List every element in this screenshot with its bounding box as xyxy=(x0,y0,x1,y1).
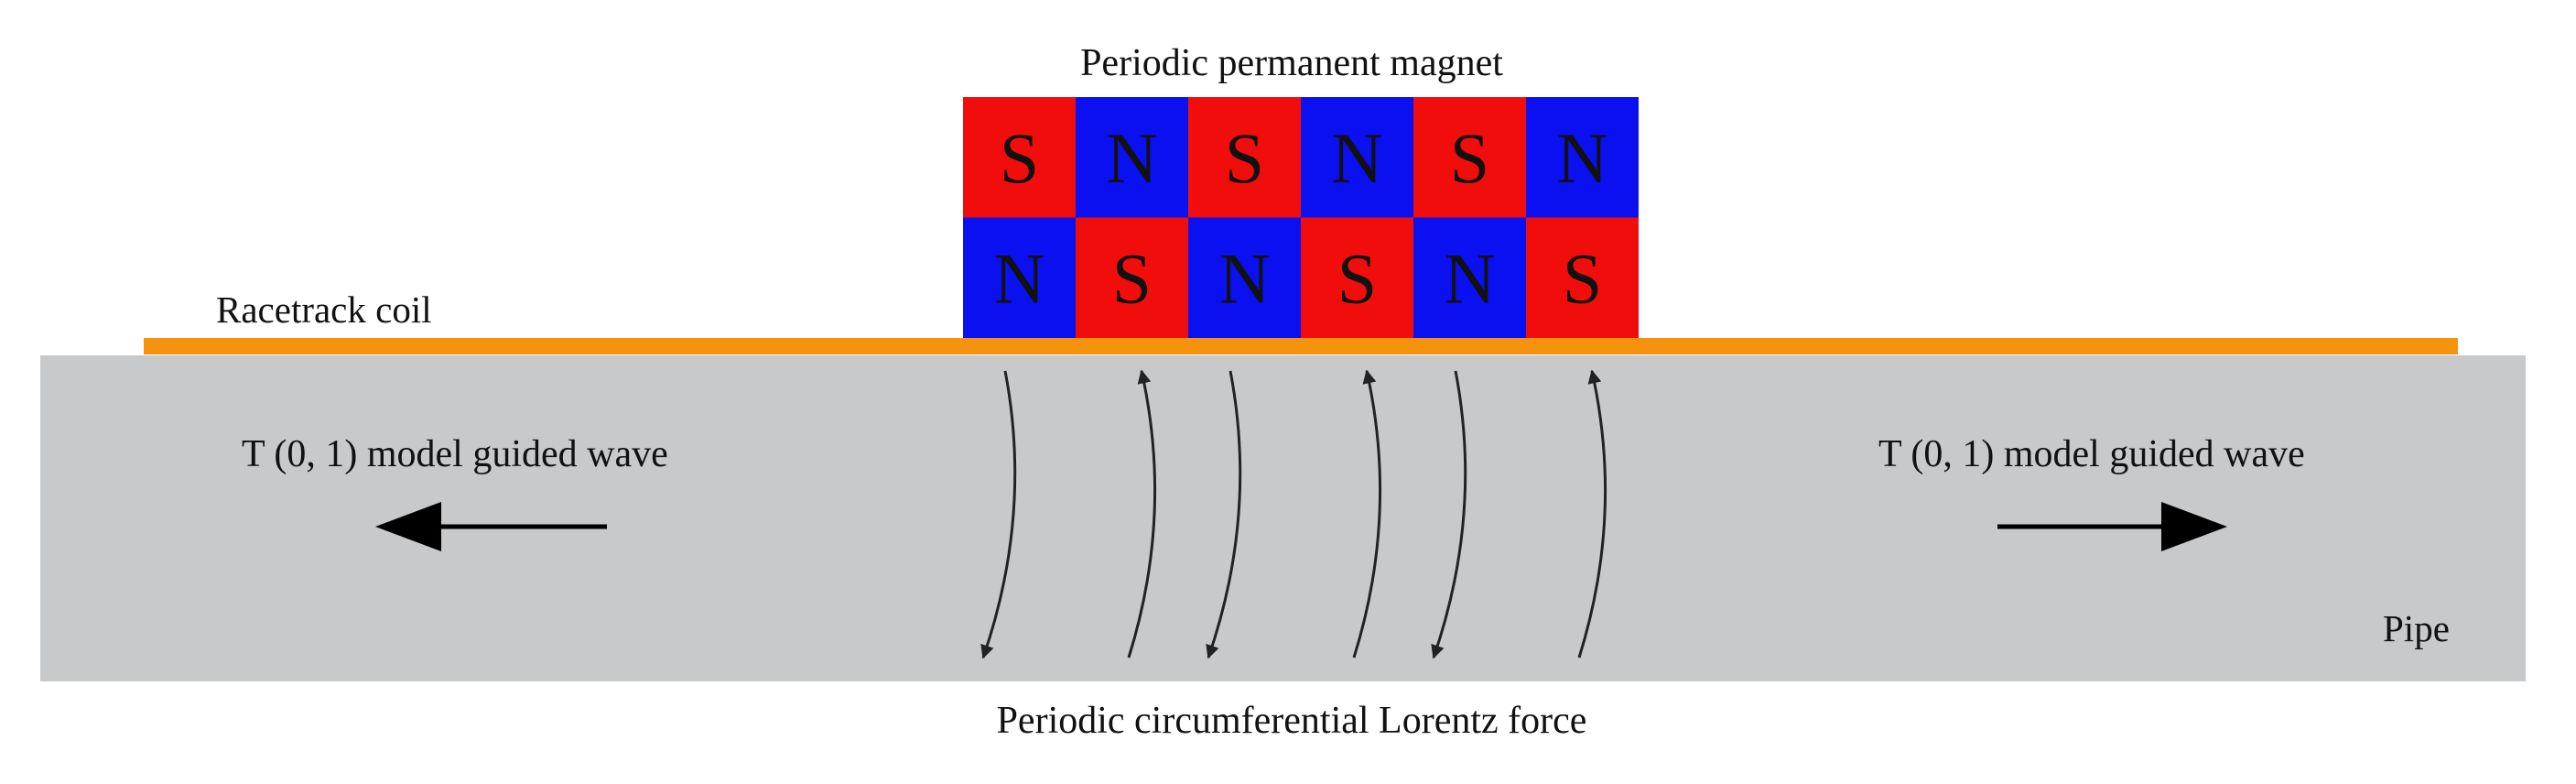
pipe-label: Pipe xyxy=(2383,607,2450,649)
magnet-pole-letter: S xyxy=(1000,118,1039,198)
magnet-pole-letter: N xyxy=(1106,118,1157,198)
magnet-pole-letter: N xyxy=(1444,238,1495,318)
coil-label: Racetrack coil xyxy=(216,289,432,331)
pipe-body xyxy=(40,355,2526,681)
magnet-cell-top-2 xyxy=(1076,97,1188,218)
lorentz-force-arc-3-down xyxy=(1206,370,1242,659)
magnet-pole-letter: S xyxy=(1112,238,1152,318)
magnet-cell-bottom-2 xyxy=(1076,217,1188,338)
magnet-cell-bottom-5 xyxy=(1413,217,1526,338)
magnet-cell-bottom-4 xyxy=(1301,217,1413,338)
wave-right-label: T (0, 1) model guided wave xyxy=(1878,433,2305,475)
lorentz-force-arc-1-down xyxy=(980,370,1017,659)
magnet-cell-top-5 xyxy=(1413,97,1526,218)
wave-arrow-left xyxy=(375,502,607,551)
magnet-pole-letter: N xyxy=(993,238,1044,318)
magnet-cell-bottom-1 xyxy=(963,217,1076,338)
magnet-title-label: Periodic permanent magnet xyxy=(1080,42,1503,84)
magnet-cell-top-6 xyxy=(1526,97,1639,218)
magnet-pole-letter: N xyxy=(1331,118,1382,198)
magnet-pole-letter: S xyxy=(1450,118,1489,198)
magnet-cell-top-4 xyxy=(1301,97,1413,218)
lorentz-force-arc-6-up xyxy=(1577,369,1607,659)
magnet-cell-top-3 xyxy=(1188,97,1301,218)
magnet-cell-top-1 xyxy=(963,97,1076,218)
magnet-cell-bottom-6 xyxy=(1526,217,1639,338)
lorentz-force-label: Periodic circumferential Lorentz force xyxy=(997,700,1587,742)
lorentz-force-arc-2-up xyxy=(1127,369,1157,659)
magnet-pole-letter: S xyxy=(1225,118,1264,198)
magnet-pole-letter: N xyxy=(1556,118,1607,198)
wave-arrow-right xyxy=(1997,502,2227,551)
lorentz-force-arc-5-down xyxy=(1431,370,1467,659)
lorentz-force-arrows xyxy=(980,369,1607,659)
lorentz-force-arc-4-up xyxy=(1352,369,1382,659)
magnet-pole-letter: N xyxy=(1218,238,1270,318)
magnet-pole-letter: S xyxy=(1337,238,1377,318)
magnet-cell-bottom-3 xyxy=(1188,217,1301,338)
magnet-pole-letter: S xyxy=(1563,238,1602,318)
wave-left-label: T (0, 1) model guided wave xyxy=(242,433,668,475)
racetrack-coil-strip xyxy=(144,338,2458,354)
